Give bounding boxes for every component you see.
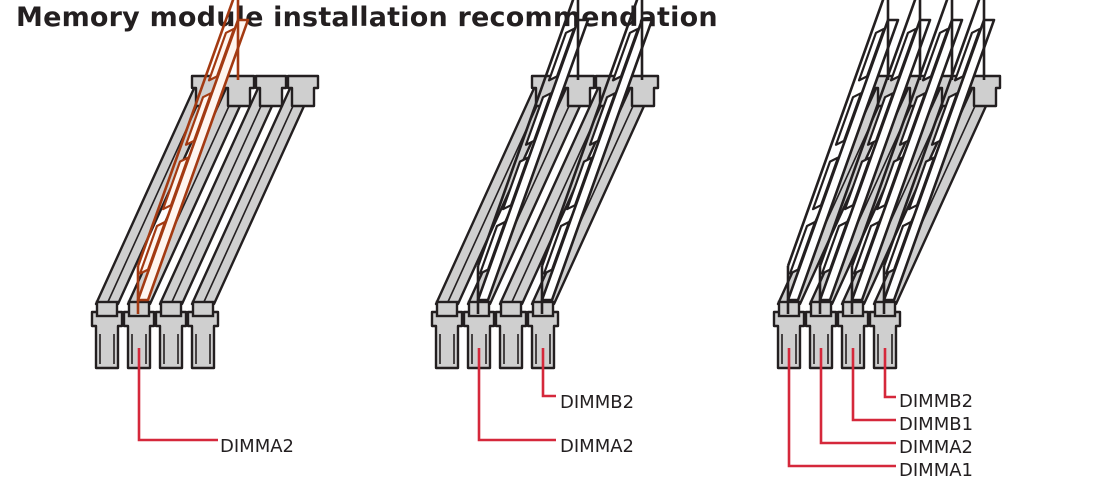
leader-dimma2 bbox=[819, 348, 896, 445]
page-title: Memory module installation recommendatio… bbox=[16, 2, 718, 33]
leader-dimma1 bbox=[787, 348, 896, 468]
leader-dimma2 bbox=[137, 348, 218, 442]
module-dimma1 bbox=[786, 0, 900, 314]
label-dimmb1: DIMMB1 bbox=[899, 414, 973, 435]
label-dimmb2: DIMMB2 bbox=[899, 391, 973, 412]
label-dimma2: DIMMA2 bbox=[560, 436, 634, 457]
module-dimmb2 bbox=[882, 0, 996, 314]
label-dimma1: DIMMA1 bbox=[899, 460, 973, 481]
slot-dimmb1 bbox=[154, 74, 288, 370]
label-dimma2: DIMMA2 bbox=[899, 437, 973, 458]
label-dimma2: DIMMA2 bbox=[220, 436, 294, 457]
config-3-modules bbox=[786, 0, 996, 314]
module-dimma2 bbox=[136, 0, 250, 314]
module-dimmb1 bbox=[850, 0, 964, 314]
module-dimma2 bbox=[476, 0, 590, 314]
label-dimmb2: DIMMB2 bbox=[560, 392, 634, 413]
config-2-modules bbox=[476, 0, 654, 314]
module-dimma2 bbox=[818, 0, 932, 314]
leader-dimma2 bbox=[477, 348, 556, 442]
leader-dimmb1 bbox=[851, 348, 896, 422]
leader-dimmb2 bbox=[541, 348, 556, 398]
config-1-modules bbox=[136, 0, 250, 314]
leader-dimmb2 bbox=[883, 348, 896, 399]
slot-dimmb2 bbox=[186, 74, 320, 370]
module-dimmb2 bbox=[540, 0, 654, 314]
